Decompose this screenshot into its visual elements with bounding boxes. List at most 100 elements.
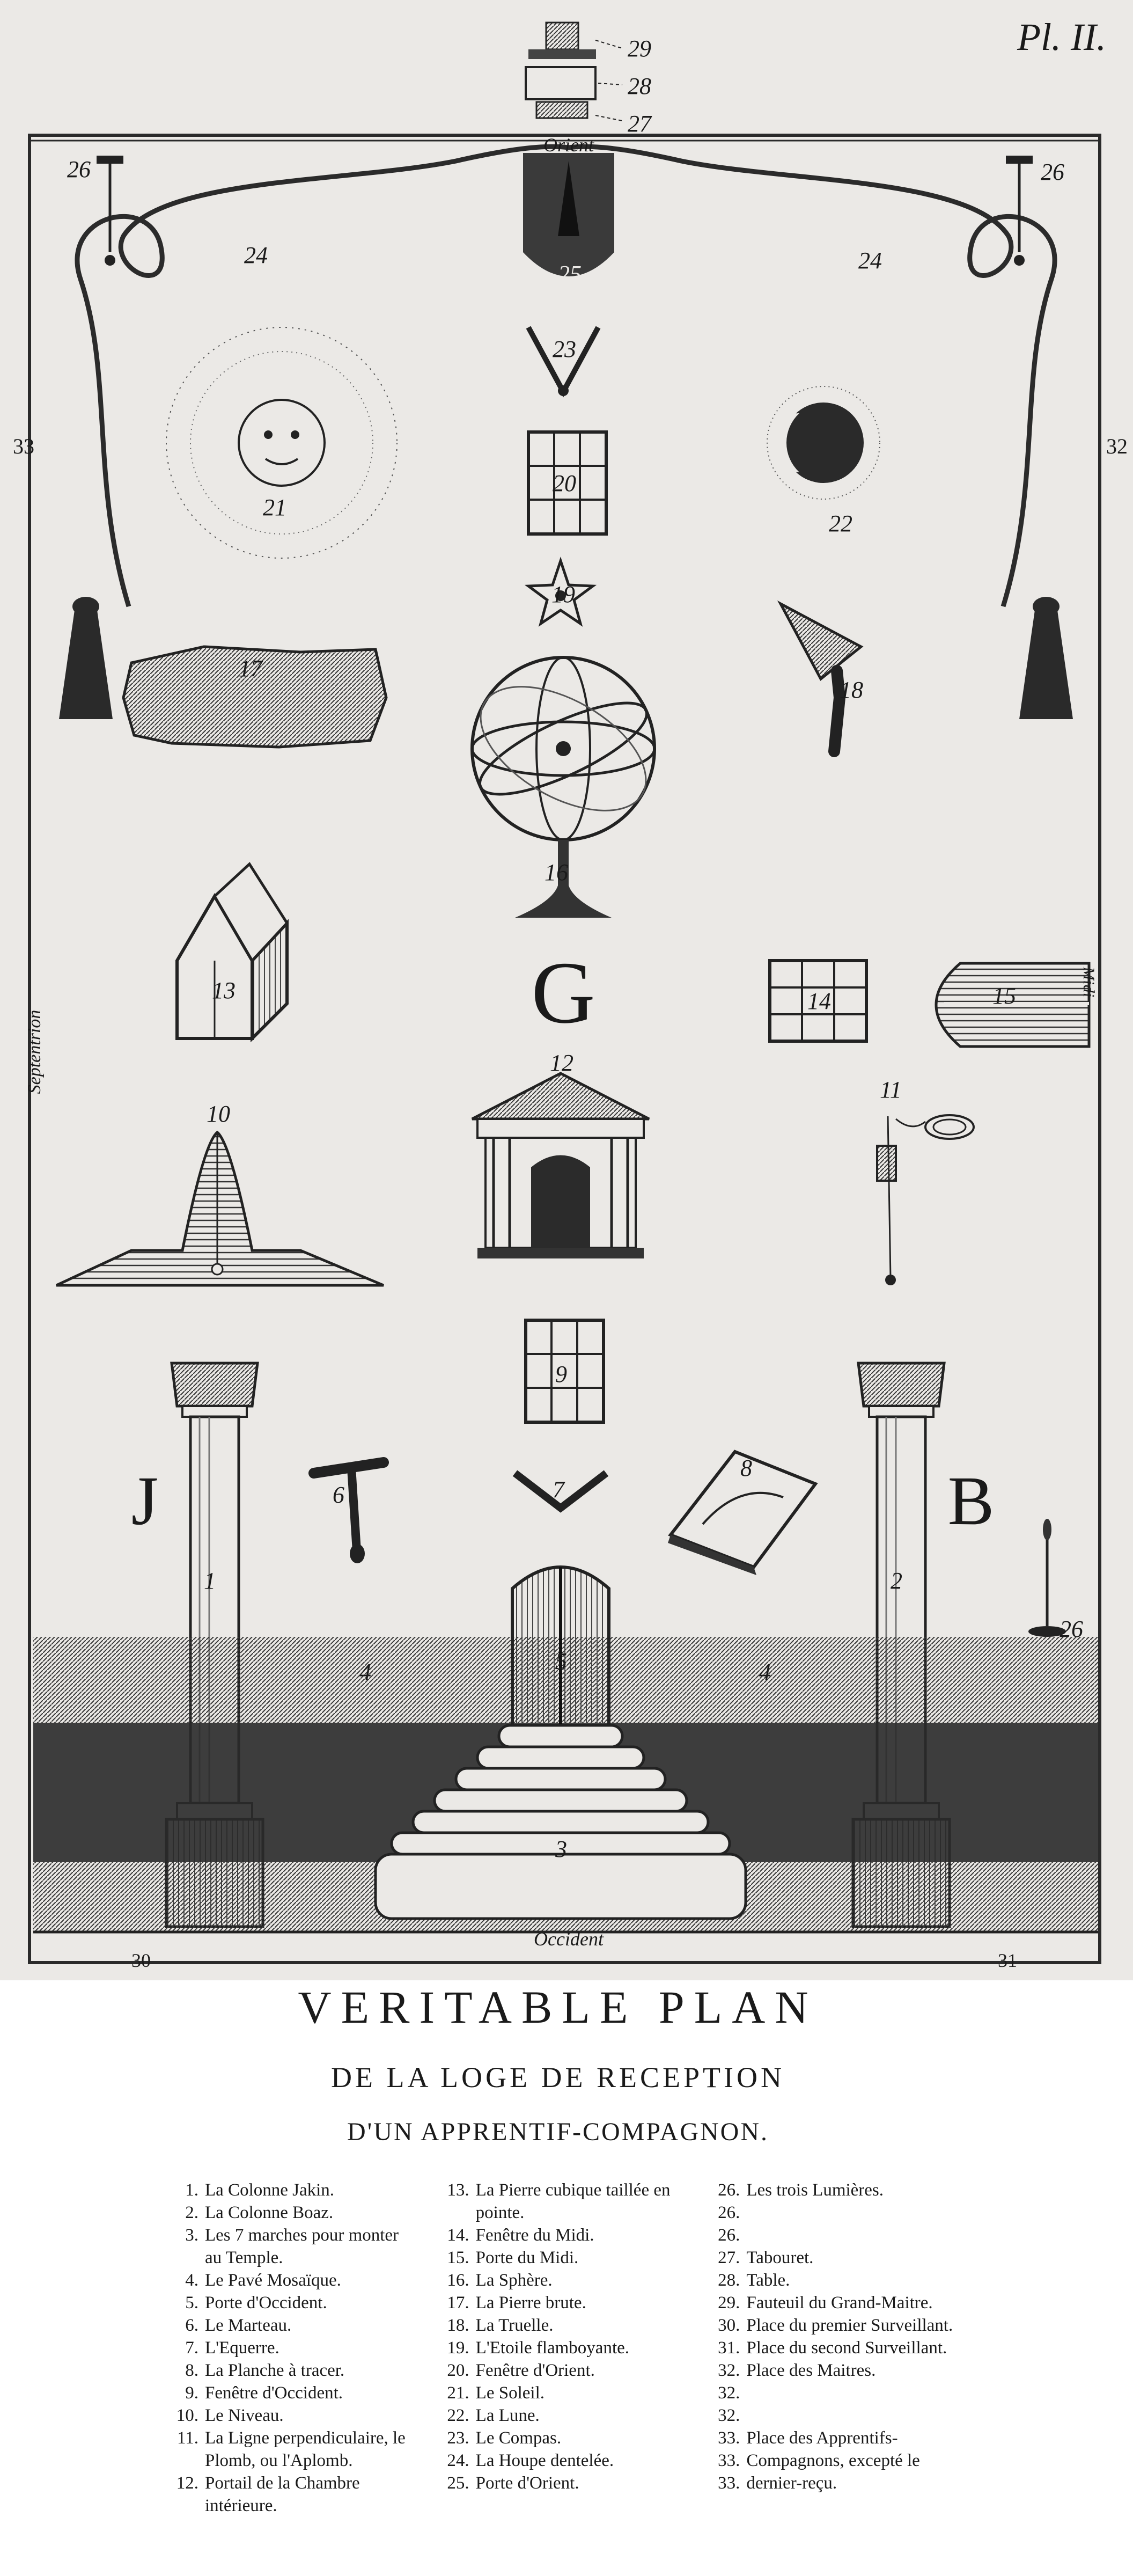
fig-num-15: 15 bbox=[992, 983, 1016, 1009]
legend-item: 28.Table. bbox=[702, 2269, 955, 2292]
legend-item: 10.Le Niveau. bbox=[161, 2404, 414, 2427]
plate-frame bbox=[28, 134, 1101, 1964]
fig-num-11: 11 bbox=[880, 1077, 902, 1103]
candle-right-26 bbox=[1006, 156, 1033, 266]
right-tassel bbox=[1019, 597, 1073, 719]
legend-item-text: Fenêtre du Midi. bbox=[475, 2226, 594, 2245]
rough-stone-17 bbox=[122, 645, 388, 749]
legend-item-number: 28. bbox=[718, 2271, 740, 2290]
fig-num-26b: 26 bbox=[1041, 159, 1064, 185]
legend-item-number: 4. bbox=[185, 2271, 198, 2290]
legend-item-text: Tabouret. bbox=[746, 2248, 814, 2267]
label-septentrion: Septentrion bbox=[25, 1010, 45, 1094]
legend-item-text: La Truelle. bbox=[475, 2316, 554, 2335]
plumb-line-11 bbox=[876, 1114, 975, 1285]
legend-item: 16.La Sphère. bbox=[432, 2269, 685, 2292]
sun-21 bbox=[166, 327, 398, 559]
fig-num-26c: 26 bbox=[1060, 1616, 1083, 1642]
legend-item-text: Le Soleil. bbox=[475, 2383, 545, 2403]
legend-item-text: La Pierre cubique taillée en pointe. bbox=[475, 2180, 671, 2222]
legend-item: 24.La Houpe dentelée. bbox=[432, 2449, 685, 2472]
legend-item-text: Fenêtre d'Orient. bbox=[475, 2361, 595, 2380]
moon-22 bbox=[767, 386, 880, 500]
lodge-plan-engraving: J B G Orient Occident Midi Septentrion 3… bbox=[0, 0, 1133, 1980]
legend-item-number: 17. bbox=[447, 2293, 469, 2312]
grand-master-chair bbox=[525, 21, 623, 121]
legend-item: 7. L'Equerre. bbox=[161, 2337, 414, 2359]
fig-num-8: 8 bbox=[740, 1455, 752, 1481]
margin-mark-bottom-right: 31 bbox=[998, 1950, 1017, 1971]
west-window-9 bbox=[524, 1319, 605, 1424]
legend-item: 21.Le Soleil. bbox=[432, 2382, 685, 2404]
legend-item-number: 27. bbox=[718, 2248, 740, 2267]
center-letter-g: G bbox=[531, 943, 595, 1042]
legend-item: 4. Le Pavé Mosaïque. bbox=[161, 2269, 414, 2292]
legend-item-number: 6. bbox=[185, 2316, 198, 2335]
plate-reference: Pl. II. bbox=[1017, 16, 1106, 58]
legend-columns: 1.La Colonne Jakin.2.La Colonne Boaz.3.L… bbox=[161, 2179, 955, 2517]
key-subtitle: DE LA LOGE DE RECEPTION bbox=[331, 2061, 785, 2094]
legend-item: 32. 32. 32.Place des Maitres. bbox=[702, 2359, 955, 2427]
trowel-18 bbox=[777, 600, 864, 757]
fig-num-23: 23 bbox=[553, 336, 576, 362]
fig-num-19: 19 bbox=[551, 581, 575, 608]
margin-mark-left: 33 bbox=[13, 434, 34, 458]
legend-item-text: Le Pavé Mosaïque. bbox=[205, 2271, 341, 2290]
legend-item-number: 31. bbox=[718, 2338, 740, 2358]
east-window-20 bbox=[527, 430, 608, 536]
legend-item-text: Les 7 marches pour monter au Temple. bbox=[205, 2226, 399, 2267]
legend-item: 5.Porte d'Occident. bbox=[161, 2292, 414, 2314]
margin-mark-right: 32 bbox=[1106, 434, 1128, 458]
legend-item: 17.La Pierre brute. bbox=[432, 2292, 685, 2314]
square-7 bbox=[512, 1470, 609, 1513]
fig-num-28: 28 bbox=[628, 73, 651, 99]
legend-item-number: 29. bbox=[718, 2293, 740, 2312]
legend-item-text: L'Equerre. bbox=[205, 2338, 279, 2358]
legend-item-number: 14. bbox=[447, 2226, 469, 2245]
legend-item-number: 23. bbox=[447, 2428, 469, 2448]
legend-item-text: L'Etoile flamboyante. bbox=[475, 2338, 630, 2358]
legend-item: 26. 26. 26.Les trois Lumières. bbox=[702, 2179, 955, 2246]
legend-item-text: Le Marteau. bbox=[205, 2316, 292, 2335]
cubic-stone-13 bbox=[175, 862, 289, 1043]
legend-item: 13.La Pierre cubique taillée en pointe. bbox=[432, 2179, 685, 2224]
legend-item: 6. Le Marteau. bbox=[161, 2314, 414, 2337]
fig-num-12: 12 bbox=[550, 1050, 573, 1076]
fig-num-20: 20 bbox=[553, 470, 576, 496]
legend-item-text: La Planche à tracer. bbox=[205, 2361, 345, 2380]
legend-item-number: 7. bbox=[185, 2338, 198, 2358]
legend-item-number: 2. bbox=[185, 2203, 198, 2222]
fig-num-27: 27 bbox=[628, 111, 652, 137]
legend-item-number: 16. bbox=[447, 2271, 469, 2290]
legend-item-number: 19. bbox=[447, 2338, 469, 2358]
label-occident: Occident bbox=[534, 1928, 604, 1950]
fig-num-24b: 24 bbox=[858, 247, 882, 274]
orient-door bbox=[523, 153, 614, 276]
fig-num-25: 25 bbox=[558, 261, 582, 287]
legend-item-text: Porte du Midi. bbox=[475, 2248, 579, 2267]
fig-num-6: 6 bbox=[333, 1482, 344, 1508]
tasselled-rope bbox=[75, 144, 1057, 608]
fig-num-1: 1 bbox=[204, 1568, 216, 1594]
legend-item-number: 24. bbox=[447, 2451, 469, 2470]
fig-num-4b: 4 bbox=[759, 1659, 771, 1685]
fig-num-5: 5 bbox=[555, 1648, 567, 1674]
legend-item-number: 9. bbox=[185, 2383, 198, 2403]
legend-item-text: Fenêtre d'Occident. bbox=[205, 2383, 343, 2403]
fig-num-3: 3 bbox=[555, 1836, 567, 1862]
legend-item-number: 1. bbox=[185, 2180, 198, 2200]
legend-item-text: Place des Apprentifs-Compagnons, excepté… bbox=[746, 2428, 920, 2493]
legend-section: VERITABLE PLAN DE LA LOGE DE RECEPTION D… bbox=[161, 1980, 955, 2571]
legend-item-text: Le Compas. bbox=[475, 2428, 562, 2448]
legend-item: 20.Fenêtre d'Orient. bbox=[432, 2359, 685, 2382]
legend-column: 13.La Pierre cubique taillée en pointe. 1… bbox=[432, 2179, 685, 2517]
fig-num-24a: 24 bbox=[244, 242, 268, 268]
label-orient: Orient bbox=[543, 134, 594, 156]
legend-item-number: 26. 26. 26. bbox=[718, 2180, 740, 2245]
fig-num-22: 22 bbox=[829, 510, 852, 537]
fig-num-2: 2 bbox=[891, 1568, 902, 1594]
armillary-sphere-16 bbox=[470, 656, 656, 918]
legend-item-text: La Lune. bbox=[475, 2406, 540, 2425]
fig-num-14: 14 bbox=[807, 988, 831, 1014]
legend-item: 18.La Truelle. bbox=[432, 2314, 685, 2337]
